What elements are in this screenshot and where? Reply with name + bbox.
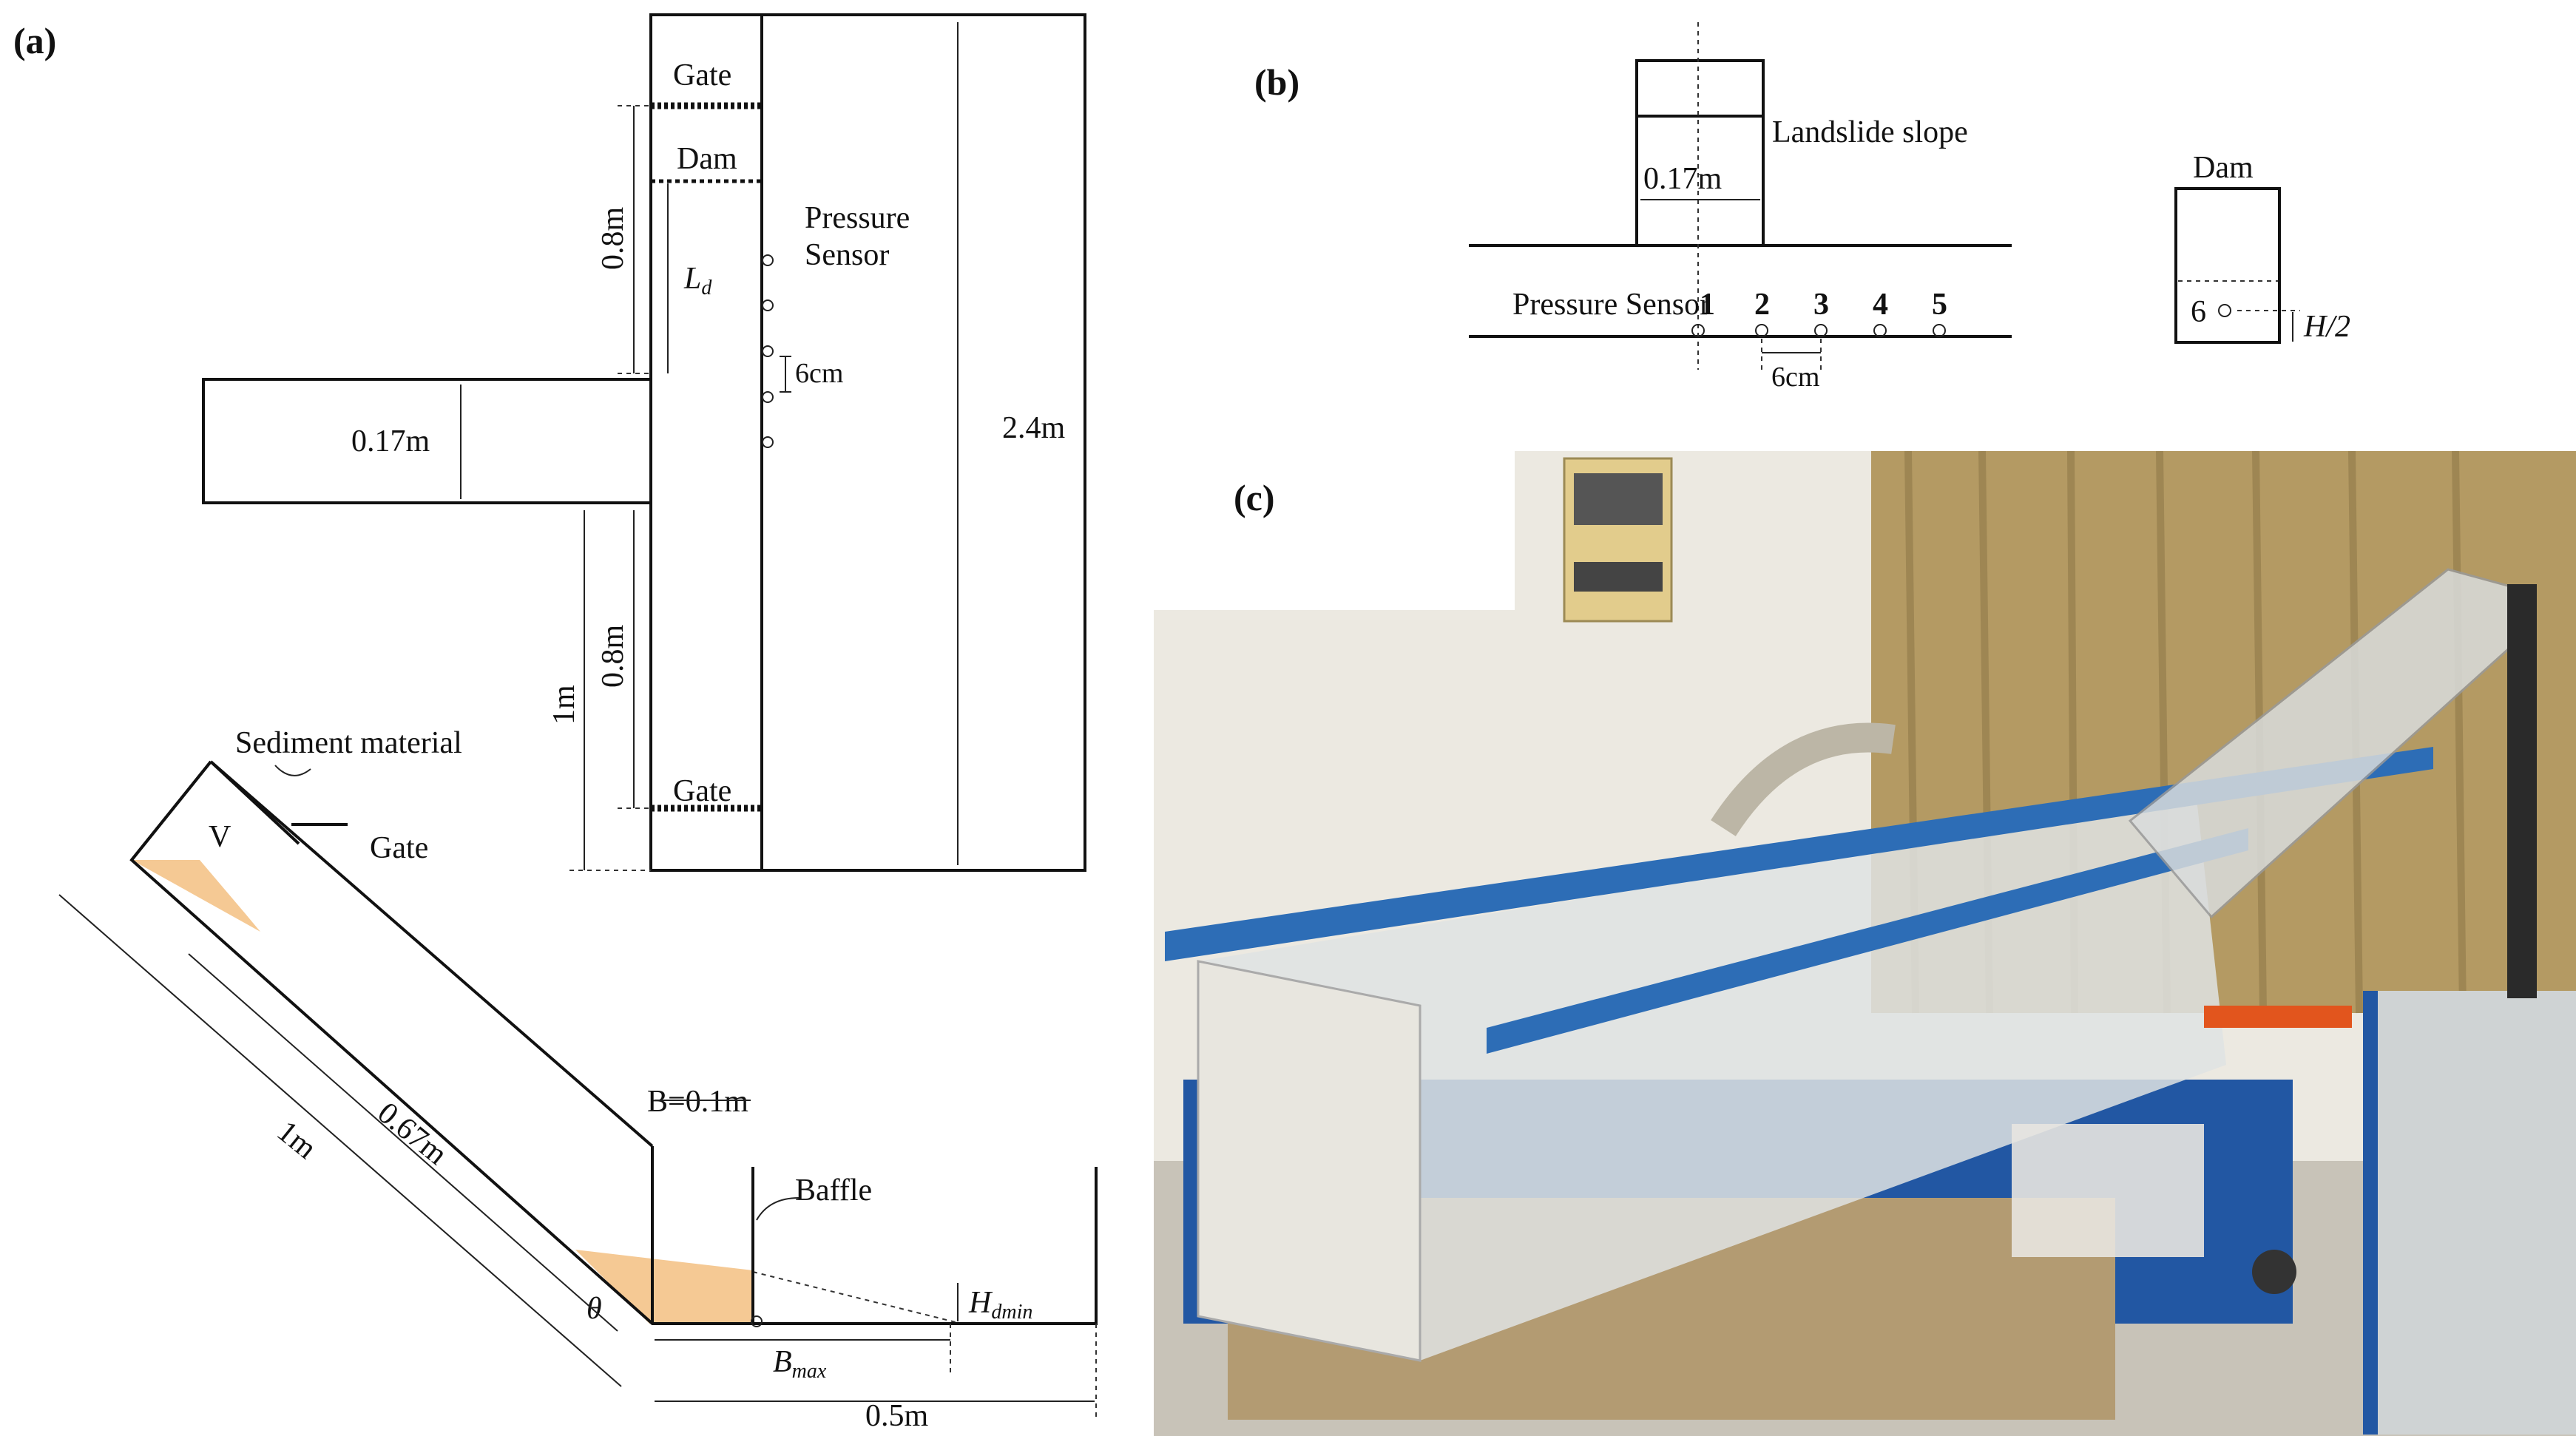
landslide-slope-box (1635, 59, 1765, 247)
panel-a-label: (a) (13, 20, 56, 61)
plan-dimension-lines (460, 22, 959, 871)
volume-label: V (209, 820, 231, 854)
sensor-1 (1691, 324, 1705, 337)
pressure-label-2: Sensor (805, 238, 889, 272)
sensor-circle (762, 254, 774, 266)
sensor-circle (762, 391, 774, 403)
sensor-circle (762, 345, 774, 357)
spacing-b-label: 6cm (1771, 362, 1819, 393)
sensor-2-label: 2 (1754, 288, 1770, 322)
baffle-sensor (751, 1315, 763, 1327)
hdmin-label: Hdmin (968, 1286, 1032, 1324)
flume-outline (649, 13, 1086, 872)
sensor-2 (1755, 324, 1768, 337)
blue-rail-top (1165, 747, 2433, 961)
gate-bottom-label: Gate (673, 774, 731, 808)
slope-width-label: 0.17m (351, 424, 430, 458)
flume-cross-section (129, 760, 1098, 1327)
theta-label: θ (586, 1292, 602, 1326)
dam-label: Dam (677, 142, 737, 176)
sensor-5 (1933, 324, 1946, 337)
sediment-deposit (575, 1250, 753, 1324)
dim-total-label: 2.4m (1002, 411, 1066, 445)
dam-box-b (2174, 187, 2281, 344)
orange-cart (2204, 1006, 2352, 1028)
stand-right (2363, 991, 2576, 1435)
dam-sensor-label: 6 (2191, 295, 2206, 329)
section-dimension-lines (58, 765, 1097, 1420)
b-width-label: B=0.1m (647, 1085, 748, 1119)
flume-plan-view (202, 13, 1086, 872)
blue-rail-front (1487, 828, 2248, 1054)
sensor-spacing-label: 6cm (795, 358, 843, 389)
hose (1711, 722, 1896, 836)
chute-upper-wall (209, 760, 654, 1148)
gate-top-label: Gate (673, 58, 731, 92)
acrylic-tank (1198, 799, 2226, 1361)
reservoir-gate-side (209, 760, 300, 845)
panel-b-diagram (1469, 22, 2300, 370)
sensor-circle (762, 299, 774, 311)
experiment-photo (1154, 450, 2576, 1436)
pressure-sensor-b-label: Pressure Sensor (1512, 288, 1710, 322)
dim-05m-label: 0.5m (865, 1399, 929, 1433)
pressure-label-1: Pressure (805, 201, 910, 235)
bmax-label: Bmax (773, 1345, 827, 1383)
reservoir-side (130, 760, 212, 861)
sensor-3-label: 3 (1813, 288, 1829, 322)
sensor-4 (1873, 324, 1887, 337)
sensor-5-label: 5 (1932, 288, 1947, 322)
dim-lower-label: 0.8m (596, 625, 630, 688)
slope-box (202, 378, 651, 504)
dim-upper-label: 0.8m (596, 207, 630, 271)
dam-b-label: Dam (2193, 151, 2254, 185)
sensor-1-label: 1 (1700, 288, 1715, 322)
landslide-slope-label: Landslide slope (1772, 115, 1968, 149)
dim-1m-label: 1m (547, 685, 581, 725)
baffle-label: Baffle (795, 1173, 872, 1208)
section-gate-label: Gate (370, 831, 428, 865)
dam-sensor (2218, 304, 2231, 317)
sensor-4-label: 4 (1873, 288, 1888, 322)
sensor-circle (762, 436, 774, 448)
panel-b-label: (b) (1254, 61, 1299, 103)
sediment-material-label: Sediment material (235, 726, 462, 760)
pressure-sensors-plan (762, 254, 774, 448)
section-1m-label: 1m (271, 1114, 323, 1166)
slope-width-b-label: 0.17m (1643, 162, 1723, 196)
dam-height-label: H/2 (2303, 310, 2350, 344)
ld-label: Ld (683, 262, 712, 299)
chute-outline (129, 760, 1098, 1325)
sediment-reservoir (132, 860, 260, 932)
sensor-3 (1814, 324, 1828, 337)
panel-c-label: (c) (1234, 477, 1275, 518)
